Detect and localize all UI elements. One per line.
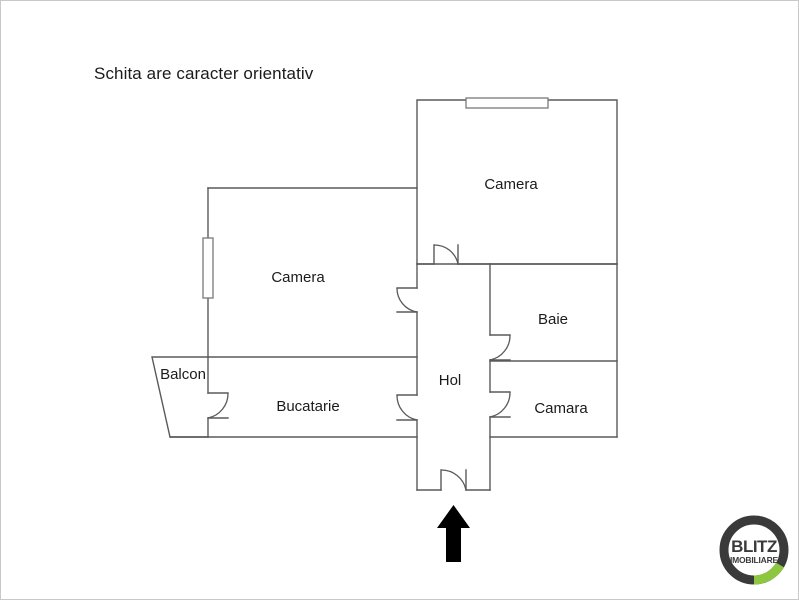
door-bucatarie-balcon-arc <box>207 392 229 419</box>
door-hol-bucatarie-leaf <box>396 394 418 421</box>
door-hol-camera-left-leaf <box>396 287 418 313</box>
window-top-camera <box>465 97 549 109</box>
door-group <box>207 244 511 491</box>
wall-group <box>151 99 618 491</box>
door-hol-camera-left-arc <box>396 287 418 313</box>
door-hol-baie-arc <box>489 334 511 361</box>
door-bucatarie-balcon-leaf <box>207 392 229 419</box>
wall-balcon <box>151 356 209 438</box>
page-title: Schita are caracter orientativ <box>94 64 314 83</box>
door-hol-baie-leaf <box>489 334 511 361</box>
room-label-group: Camera Camera Baie Camara Hol Bucatarie … <box>160 176 588 417</box>
door-entrance-leaf <box>440 469 467 491</box>
door-camera-topright-arc <box>433 244 459 265</box>
entrance-arrow-shape <box>437 505 470 562</box>
room-label-baie: Baie <box>538 311 568 328</box>
room-label-hol: Hol <box>439 372 462 389</box>
door-hol-camara-leaf <box>489 391 511 418</box>
door-camera-topright-leaf <box>433 244 459 265</box>
brand-logo[interactable]: BLITZ IMOBILIARE <box>716 512 792 588</box>
room-label-camara: Camara <box>534 400 588 417</box>
window-left-camera <box>202 237 214 299</box>
door-hol-camara-arc <box>489 391 511 418</box>
logo-ring-icon <box>719 515 789 585</box>
room-label-camera-left: Camera <box>271 269 325 286</box>
room-label-bucatarie: Bucatarie <box>276 398 339 415</box>
door-entrance-arc <box>440 469 467 491</box>
door-hol-bucatarie-arc <box>396 394 418 421</box>
window-group <box>202 97 549 299</box>
entrance-arrow <box>437 505 470 562</box>
room-label-camera-top-right: Camera <box>484 176 538 193</box>
room-label-balcon: Balcon <box>160 366 206 383</box>
